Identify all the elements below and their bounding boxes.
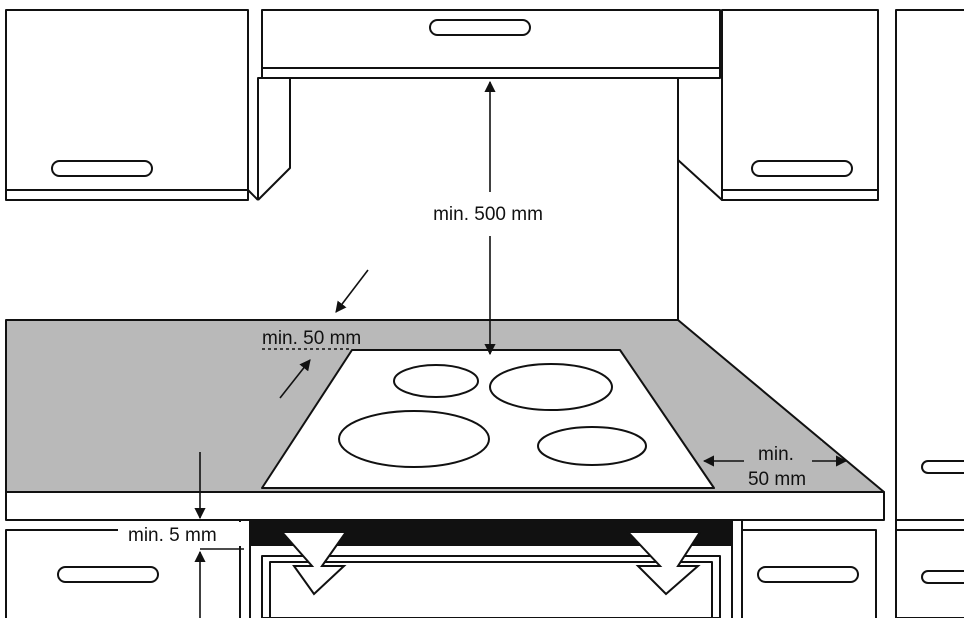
lower-right-cabinet	[741, 529, 877, 618]
upper-left-cabinet	[5, 9, 259, 201]
rear-clearance-arrow-bottom	[279, 359, 311, 399]
oven	[261, 555, 721, 618]
tall-cabinet-handle-upper	[921, 460, 964, 474]
cooking-zone	[537, 426, 647, 466]
cabinet-divider-right	[731, 519, 743, 618]
top-clearance-label: min. 500 mm	[433, 204, 543, 225]
airflow-arrow-left	[279, 531, 348, 596]
tall-cabinet-handle-lower	[921, 570, 964, 584]
cooking-zone	[489, 363, 613, 411]
tall-cabinet	[895, 9, 964, 618]
upper-right-handle	[751, 160, 853, 177]
upper-right-cabinet	[721, 9, 879, 201]
cooking-zone	[393, 364, 479, 398]
side-clearance-label-bg	[738, 441, 822, 489]
worktop-front-edge	[5, 491, 885, 521]
bottom-gap-label: min. 5 mm	[128, 525, 217, 546]
upper-left-handle	[51, 160, 153, 177]
side-clearance-label-line1: min.	[758, 444, 794, 465]
side-clearance-label-line2: 50 mm	[748, 469, 806, 490]
cabinet-divider-left	[239, 519, 251, 618]
rear-clearance-label: min. 50 mm	[262, 328, 361, 349]
range-hood-cabinet	[261, 9, 721, 79]
right-side-panel	[677, 78, 723, 201]
hob	[261, 349, 715, 489]
rear-clearance-arrow-top	[335, 269, 369, 313]
lower-left-handle	[57, 566, 159, 583]
hob-glass	[261, 349, 715, 489]
cooking-zone	[338, 410, 490, 468]
top-cabinet-handle	[429, 19, 531, 36]
lower-right-handle	[757, 566, 859, 583]
left-side-panel	[257, 77, 291, 201]
top-clearance-label-bg	[414, 198, 564, 226]
bottom-gap-label-bg	[118, 522, 244, 546]
airflow-arrow-right	[625, 531, 702, 596]
